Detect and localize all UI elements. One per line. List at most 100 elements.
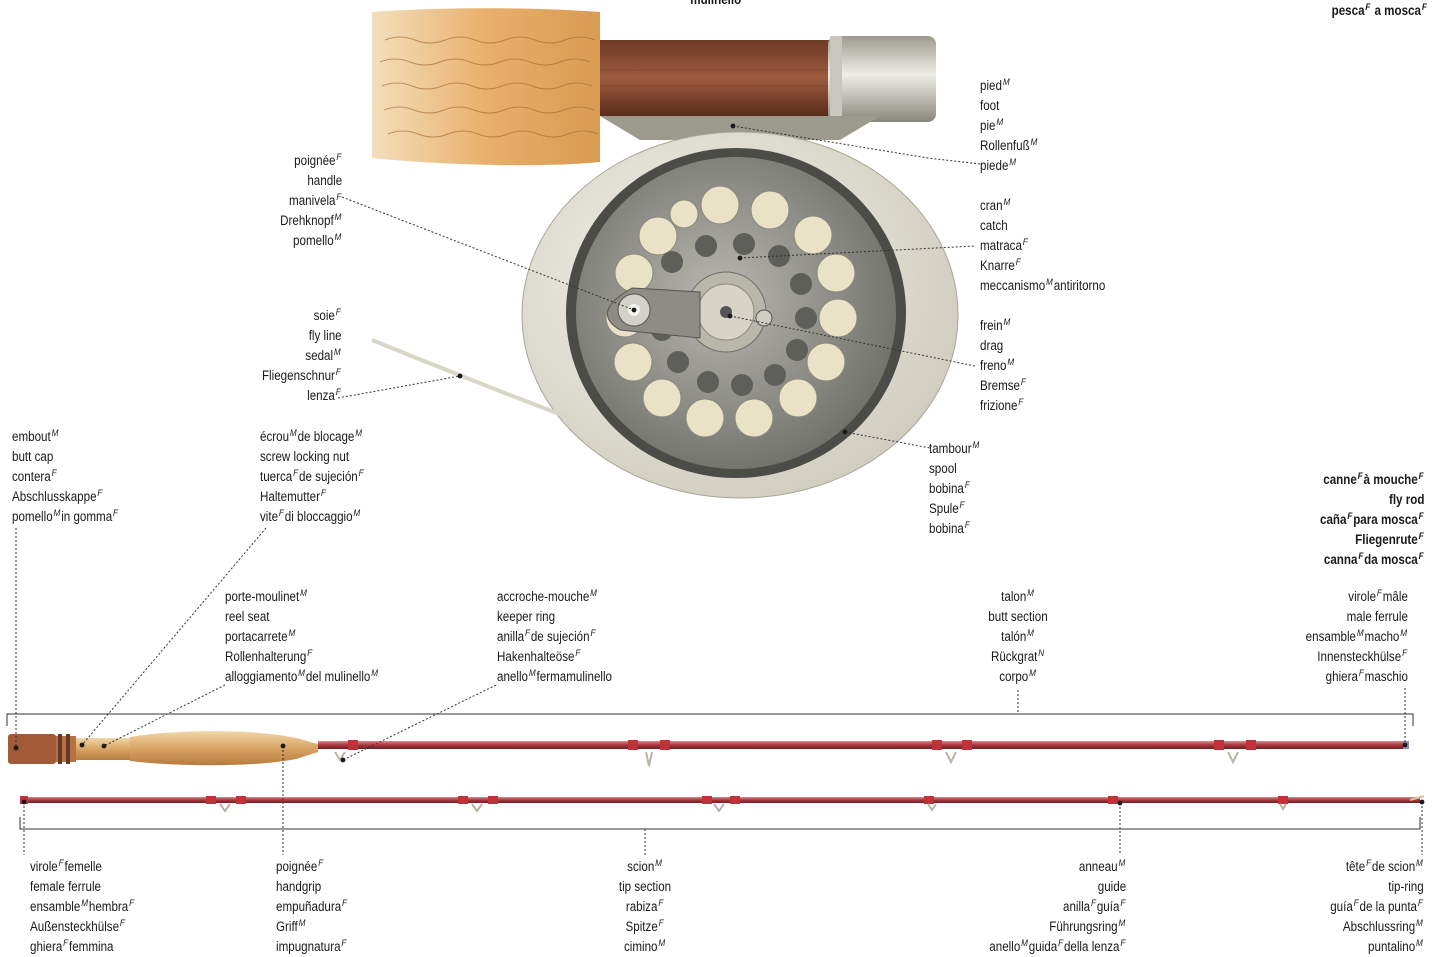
term-text: de scion <box>1372 859 1415 874</box>
term-text: canne <box>1323 472 1357 487</box>
term-text: ghiera <box>30 939 62 954</box>
term-line: sedalM <box>262 346 342 366</box>
term-line: fly line <box>262 326 342 346</box>
gender-marker: F <box>342 898 347 909</box>
label-fly-line: soieFfly linesedalMFliegenschnurFlenzaF <box>262 306 342 406</box>
gender-marker: M <box>1007 357 1014 368</box>
gender-marker: F <box>1354 898 1359 909</box>
term-line: piedeM <box>980 156 1038 176</box>
term-text: keeper ring <box>497 609 555 624</box>
term-line: bobinaF <box>929 519 980 539</box>
rod-blank-tip <box>20 797 1420 803</box>
gender-marker: F <box>1418 471 1423 482</box>
term-line: AbschlusskappeF <box>12 487 119 507</box>
gender-marker: F <box>1058 938 1063 949</box>
term-line: catch <box>980 216 1105 236</box>
gender-marker: F <box>965 480 970 491</box>
term-text: soie <box>314 308 335 323</box>
term-line: SpuleF <box>929 499 980 519</box>
term-text: in gomma <box>61 509 112 524</box>
term-text: guida <box>1029 939 1057 954</box>
term-text: écrou <box>260 429 289 444</box>
gender-marker: M <box>972 440 979 451</box>
term-text: empuñadura <box>276 899 341 914</box>
gender-marker: F <box>1377 588 1382 599</box>
gender-marker: F <box>120 918 125 929</box>
term-line: viroleFmâle <box>1306 587 1408 607</box>
term-text: ensamble <box>1306 629 1356 644</box>
gender-marker: F <box>307 648 312 659</box>
gender-marker: F <box>97 488 102 499</box>
gender-marker: F <box>590 628 595 639</box>
term-text: pesca <box>1332 3 1365 18</box>
term-line: portacarreteM <box>225 627 379 647</box>
gender-marker: M <box>1416 858 1423 869</box>
gender-marker: F <box>1402 648 1407 659</box>
term-line: RückgratN <box>949 647 1087 667</box>
label-fly-rod: canneFà moucheFfly rodcañaFpara moscaFFl… <box>1320 470 1424 570</box>
term-text: femmina <box>69 939 114 954</box>
term-text: antiritorno <box>1054 278 1106 293</box>
gender-marker: M <box>1021 938 1028 949</box>
term-text: handle <box>307 173 342 188</box>
gender-marker: N <box>1038 648 1044 659</box>
gender-marker: F <box>336 152 341 163</box>
term-text: guía <box>1331 899 1354 914</box>
term-text: spool <box>929 461 957 476</box>
term-text: ghiera <box>1326 669 1358 684</box>
term-line: keeper ring <box>497 607 612 627</box>
term-text: virole <box>30 859 58 874</box>
term-line: SpitzeF <box>576 917 714 937</box>
term-line: ghieraFfemmina <box>30 937 135 957</box>
gender-marker: F <box>59 858 64 869</box>
gender-marker: F <box>336 192 341 203</box>
term-line: canneFà moucheF <box>1320 470 1424 490</box>
term-text: a mosca <box>1372 3 1422 18</box>
gender-marker: M <box>52 428 59 439</box>
term-line: butt cap <box>12 447 119 467</box>
reel-title-fragment: mulinelloM <box>660 0 780 10</box>
term-text: freno <box>980 358 1006 373</box>
gender-marker: F <box>575 648 580 659</box>
gender-marker: F <box>129 898 134 909</box>
term-line: AbschlussringM <box>1331 917 1424 937</box>
label-keeper-ring: accroche-moucheMkeeper ringanillaFde suj… <box>497 587 612 687</box>
term-line: manivelaF <box>280 191 342 211</box>
term-text: foot <box>980 98 999 113</box>
gender-marker: F <box>1357 471 1362 482</box>
term-line: ensambleMhembraF <box>30 897 135 917</box>
term-text: Rollenhalterung <box>225 649 306 664</box>
term-text: poignée <box>276 859 317 874</box>
term-line: RollenfußM <box>980 136 1038 156</box>
term-line: ghieraFmaschio <box>1306 667 1408 687</box>
term-text: rabiza <box>626 899 658 914</box>
gender-marker: F <box>960 500 965 511</box>
term-line: pescaF a moscaF <box>1332 1 1428 21</box>
gender-marker: F <box>1016 257 1021 268</box>
term-text: drag <box>980 338 1003 353</box>
term-text: de sujeción <box>531 629 590 644</box>
gender-marker: F <box>318 858 323 869</box>
gender-marker: M <box>1416 938 1423 949</box>
term-line: cannaFda moscaF <box>1320 550 1424 570</box>
term-text: impugnatura <box>276 939 341 954</box>
gender-marker: F <box>113 508 118 519</box>
gender-marker: M <box>658 938 665 949</box>
term-text: tête <box>1346 859 1365 874</box>
term-line: talonM <box>949 587 1087 607</box>
gender-marker: M <box>1027 588 1034 599</box>
gender-marker: M <box>355 428 362 439</box>
gender-marker: M <box>655 858 662 869</box>
term-line: piedM <box>980 76 1038 96</box>
term-text: Außensteckhülse <box>30 919 119 934</box>
gender-marker: F <box>1358 551 1363 562</box>
term-text: cimino <box>624 939 658 954</box>
gender-marker: F <box>359 468 364 479</box>
term-text: anneau <box>1079 859 1118 874</box>
term-line: foot <box>980 96 1038 116</box>
